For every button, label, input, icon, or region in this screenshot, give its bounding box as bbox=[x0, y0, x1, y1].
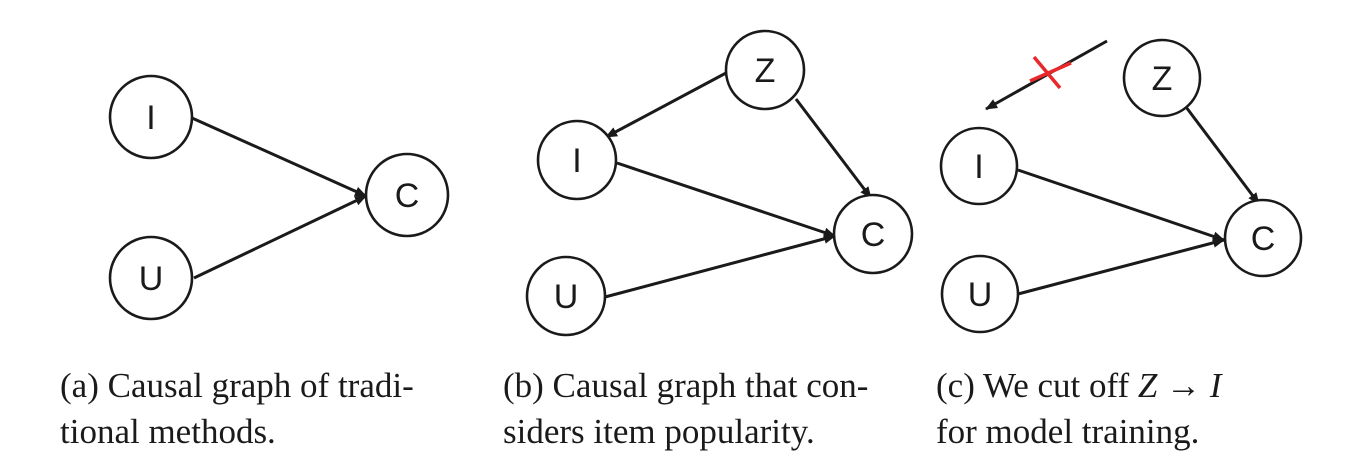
node-c-z: Z bbox=[1122, 38, 1202, 118]
edge-b-i-to-c bbox=[616, 161, 836, 238]
panel-b-graph: Z I U C bbox=[525, 29, 914, 337]
svg-text:I: I bbox=[146, 99, 155, 137]
node-a-c: C bbox=[364, 152, 450, 238]
node-c-i: I bbox=[939, 126, 1019, 206]
edge-b-z-to-i bbox=[605, 71, 727, 139]
caption-a-line-2: tional methods. bbox=[60, 412, 276, 451]
node-a-i: I bbox=[108, 74, 194, 160]
node-b-u: U bbox=[525, 255, 607, 337]
caption-c-line-1: (c) We cut off Z → I bbox=[936, 363, 1316, 409]
node-c-c: C bbox=[1223, 198, 1303, 278]
edge-c-z-to-c bbox=[1184, 106, 1261, 205]
caption-a: (a) Causal graph of tradi- tional method… bbox=[60, 363, 500, 455]
svg-text:C: C bbox=[1251, 220, 1276, 258]
node-b-z: Z bbox=[724, 29, 806, 111]
panel-a-graph: I U C bbox=[108, 74, 450, 321]
svg-text:U: U bbox=[554, 278, 579, 316]
edge-a-i-to-c bbox=[191, 116, 367, 198]
node-c-u: U bbox=[940, 254, 1020, 334]
node-a-u: U bbox=[108, 235, 194, 321]
edge-b-z-to-c bbox=[794, 98, 873, 199]
cut-x-marker-icon bbox=[1029, 55, 1072, 90]
edge-c-i-to-c bbox=[1017, 168, 1225, 242]
svg-text:Z: Z bbox=[1152, 60, 1173, 98]
svg-text:C: C bbox=[861, 216, 886, 254]
node-b-i: I bbox=[536, 119, 618, 201]
svg-text:U: U bbox=[139, 260, 164, 298]
caption-c-line-2: for model training. bbox=[936, 412, 1200, 451]
caption-b-line-1: (b) Causal graph that con- bbox=[503, 366, 869, 405]
panel-c-graph: Z I U C bbox=[939, 38, 1303, 334]
svg-text:Z: Z bbox=[755, 52, 776, 90]
caption-c-prefix: (c) We cut off bbox=[936, 366, 1138, 405]
svg-text:I: I bbox=[974, 148, 983, 186]
caption-b-line-2: siders item popularity. bbox=[503, 412, 815, 451]
caption-c: (c) We cut off Z → I for model training. bbox=[936, 363, 1316, 455]
caption-a-line-1: (a) Causal graph of tradi- bbox=[60, 366, 414, 405]
caption-b: (b) Causal graph that con- siders item p… bbox=[503, 363, 933, 455]
edge-c-u-to-c bbox=[1017, 237, 1225, 296]
svg-text:U: U bbox=[968, 276, 993, 314]
svg-text:I: I bbox=[572, 142, 581, 180]
edge-a-u-to-c bbox=[193, 194, 367, 280]
svg-text:C: C bbox=[395, 177, 420, 215]
node-b-c: C bbox=[832, 193, 914, 275]
caption-c-math: Z → I bbox=[1137, 366, 1222, 405]
edge-b-u-to-c bbox=[604, 233, 836, 299]
